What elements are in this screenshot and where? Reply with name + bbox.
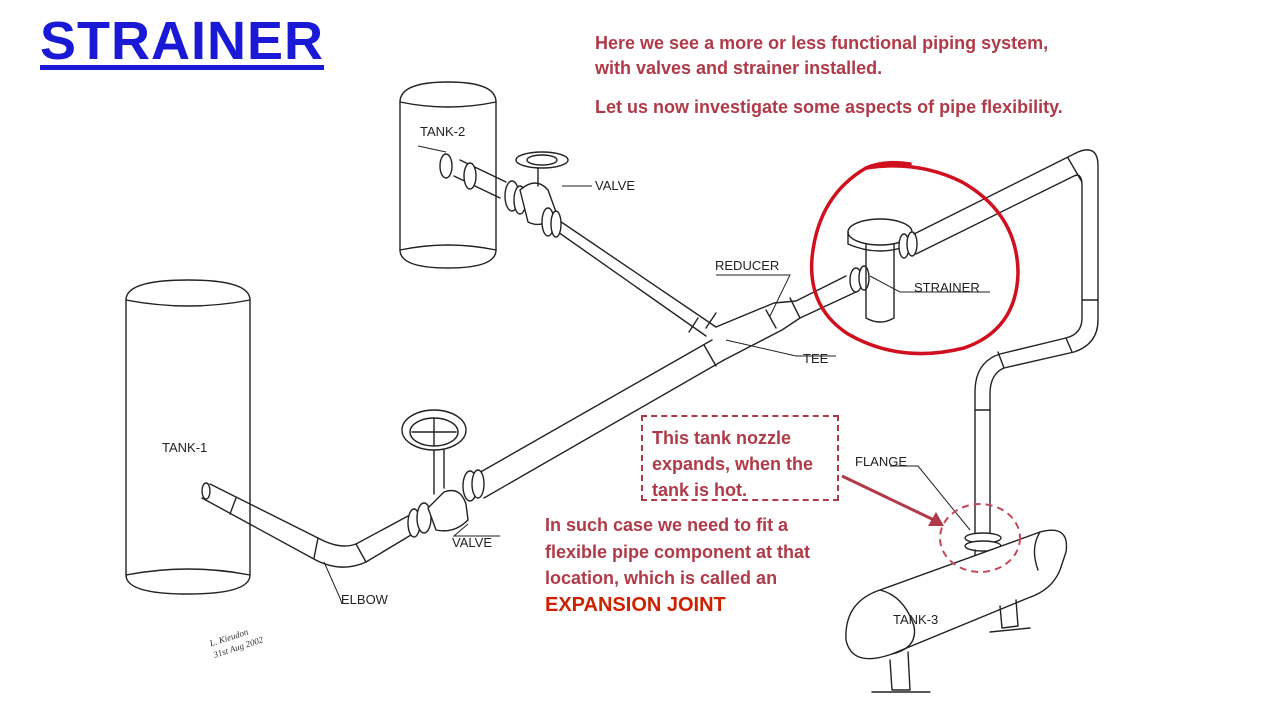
flange-highlight-circle — [939, 503, 1021, 573]
flange-arrow — [841, 474, 944, 526]
branch-pipe — [547, 212, 717, 337]
page-title: STRAINER — [40, 11, 325, 71]
label-tank-3: TANK-3 — [893, 612, 939, 627]
leader-lines — [323, 145, 990, 605]
label-valve-top: VALVE — [595, 178, 635, 193]
tank-1-pipe — [201, 482, 417, 568]
label-strainer: STRAINER — [914, 280, 980, 295]
tank-3 — [845, 529, 1068, 693]
label-valve-bottom: VALVE — [452, 535, 492, 550]
strainer-body — [847, 218, 918, 323]
label-tank-1: TANK-1 — [162, 440, 208, 455]
tee-and-reducer — [715, 275, 857, 361]
label-flange: FLANGE — [855, 454, 908, 469]
label-reducer: REDUCER — [715, 258, 780, 273]
strainer-highlight-circle — [809, 160, 1020, 356]
investigate-note: Let us now investigate some aspects of p… — [595, 97, 1063, 117]
expansion-joint-emphasis: EXPANSION JOINT — [545, 593, 726, 616]
main-pipe-run — [469, 339, 725, 499]
tank-1 — [125, 279, 251, 595]
expansion-joint-note: In such case we need to fit a flexible p… — [545, 512, 845, 618]
bottom-valve — [401, 409, 485, 538]
tank-nozzle-text: This tank nozzle expands, when the tank … — [652, 428, 814, 500]
riser-pipe — [913, 149, 1099, 541]
label-tank-2: TANK-2 — [420, 124, 466, 139]
intro-note: Here we see a more or less functional pi… — [595, 33, 1049, 78]
label-elbow: ELBOW — [341, 592, 388, 607]
such-case-text: In such case we need to fit a flexible p… — [545, 515, 811, 588]
tank-nozzle-note: This tank nozzle expands, when the tank … — [641, 415, 839, 501]
top-valve — [515, 151, 569, 238]
label-tee: TEE — [803, 351, 829, 366]
flange-assembly — [964, 532, 1002, 575]
